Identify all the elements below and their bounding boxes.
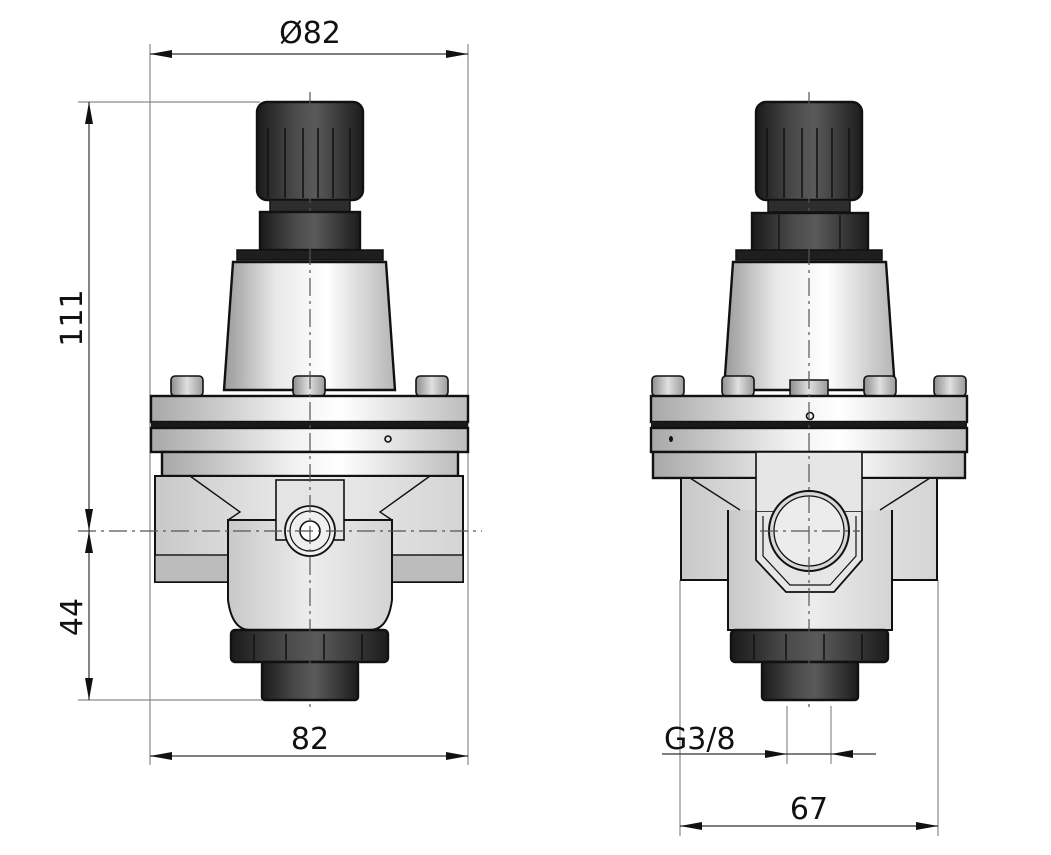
front-view: Ø82 111 44 82: [55, 16, 482, 765]
bolt-heads-side: [651, 375, 967, 397]
dim-thread-size: G3/8: [664, 722, 736, 757]
dim-top-diameter: Ø82: [279, 16, 341, 51]
bottom-cap: [229, 628, 390, 702]
flange-side: [649, 394, 969, 480]
side-view: G3/8 67: [649, 92, 969, 836]
bottom-cap-side: [729, 628, 890, 702]
dim-overall-height: 111: [55, 289, 90, 346]
dim-side-width: 67: [790, 792, 828, 827]
dim-lower-height: 44: [55, 598, 90, 636]
valve-body: [154, 475, 464, 631]
dim-front-width: 82: [291, 722, 329, 757]
